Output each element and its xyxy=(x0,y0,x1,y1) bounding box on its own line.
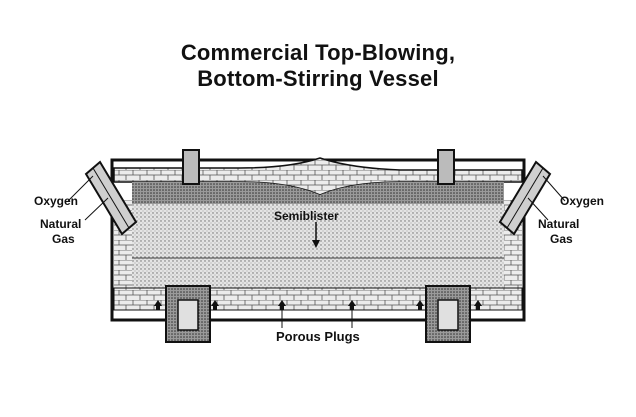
label-right-gas-line2: Gas xyxy=(550,232,573,246)
label-semiblister: Semiblister xyxy=(274,209,339,223)
melt-bath xyxy=(132,204,504,296)
label-left-gas-line1: Natural xyxy=(40,217,81,231)
roof-port-left xyxy=(182,149,200,185)
right-oxygen-leader xyxy=(542,175,566,202)
right-tuyere xyxy=(498,160,552,236)
diagram-title-line-1: Commercial Top-Blowing, xyxy=(180,40,456,65)
left-gas-leader xyxy=(84,197,109,221)
label-porous-plugs: Porous Plugs xyxy=(276,329,360,344)
label-right-oxygen: Oxygen xyxy=(560,194,604,208)
label-left-oxygen: Oxygen xyxy=(34,194,78,208)
gas-space xyxy=(132,182,504,204)
porous-plug-markers xyxy=(154,300,482,310)
left-oxygen-leader xyxy=(67,175,94,202)
left-tuyere xyxy=(84,160,138,236)
right-gas-leader xyxy=(527,197,549,221)
roof-port-right xyxy=(437,149,455,185)
plug-housing-left xyxy=(165,285,211,343)
label-right-gas-line1: Natural xyxy=(538,217,579,231)
diagram-title-line-2: Bottom-Stirring Vessel xyxy=(197,66,439,91)
plug-housing-right xyxy=(425,285,471,343)
semiblister-pointer-head xyxy=(312,240,320,248)
label-left-gas-line2: Gas xyxy=(52,232,75,246)
